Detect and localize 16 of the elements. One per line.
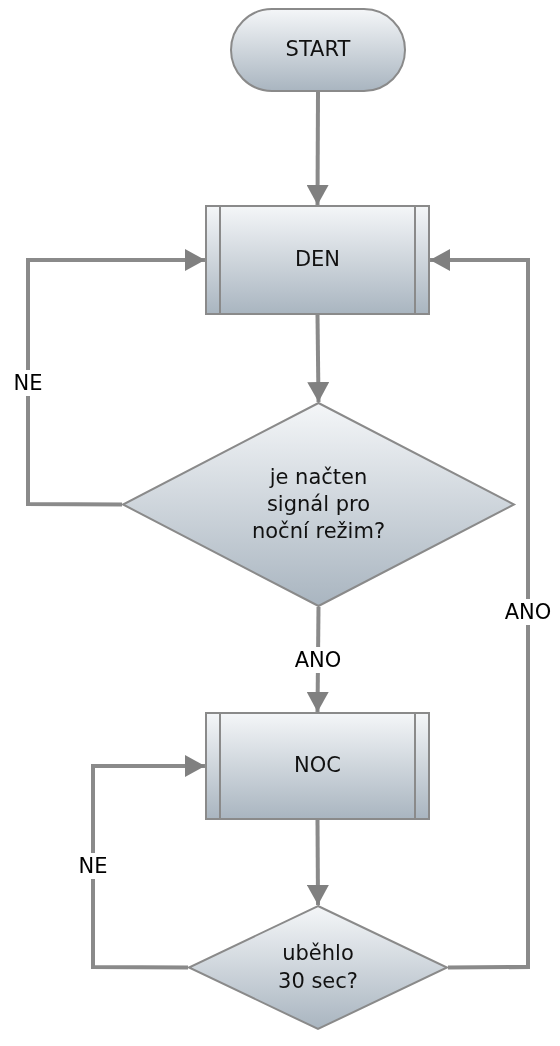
arrow	[307, 314, 330, 403]
edge-label: ANO	[292, 647, 344, 673]
arrow	[91, 755, 205, 970]
node-label: NOC	[293, 752, 342, 780]
edge-label: ANO	[502, 599, 554, 625]
node-label: DEN	[293, 246, 342, 274]
arrow	[26, 249, 205, 507]
node-label: START	[284, 36, 352, 64]
arrow	[306, 92, 329, 205]
node-label: je načten signál pro noční režim?	[250, 463, 387, 546]
arrow	[430, 249, 530, 970]
process-box	[205, 712, 430, 820]
process-box	[205, 205, 430, 315]
node-label: uběhlo 30 sec?	[277, 940, 359, 995]
decision-diamond	[188, 905, 448, 1030]
arrow	[306, 820, 329, 905]
